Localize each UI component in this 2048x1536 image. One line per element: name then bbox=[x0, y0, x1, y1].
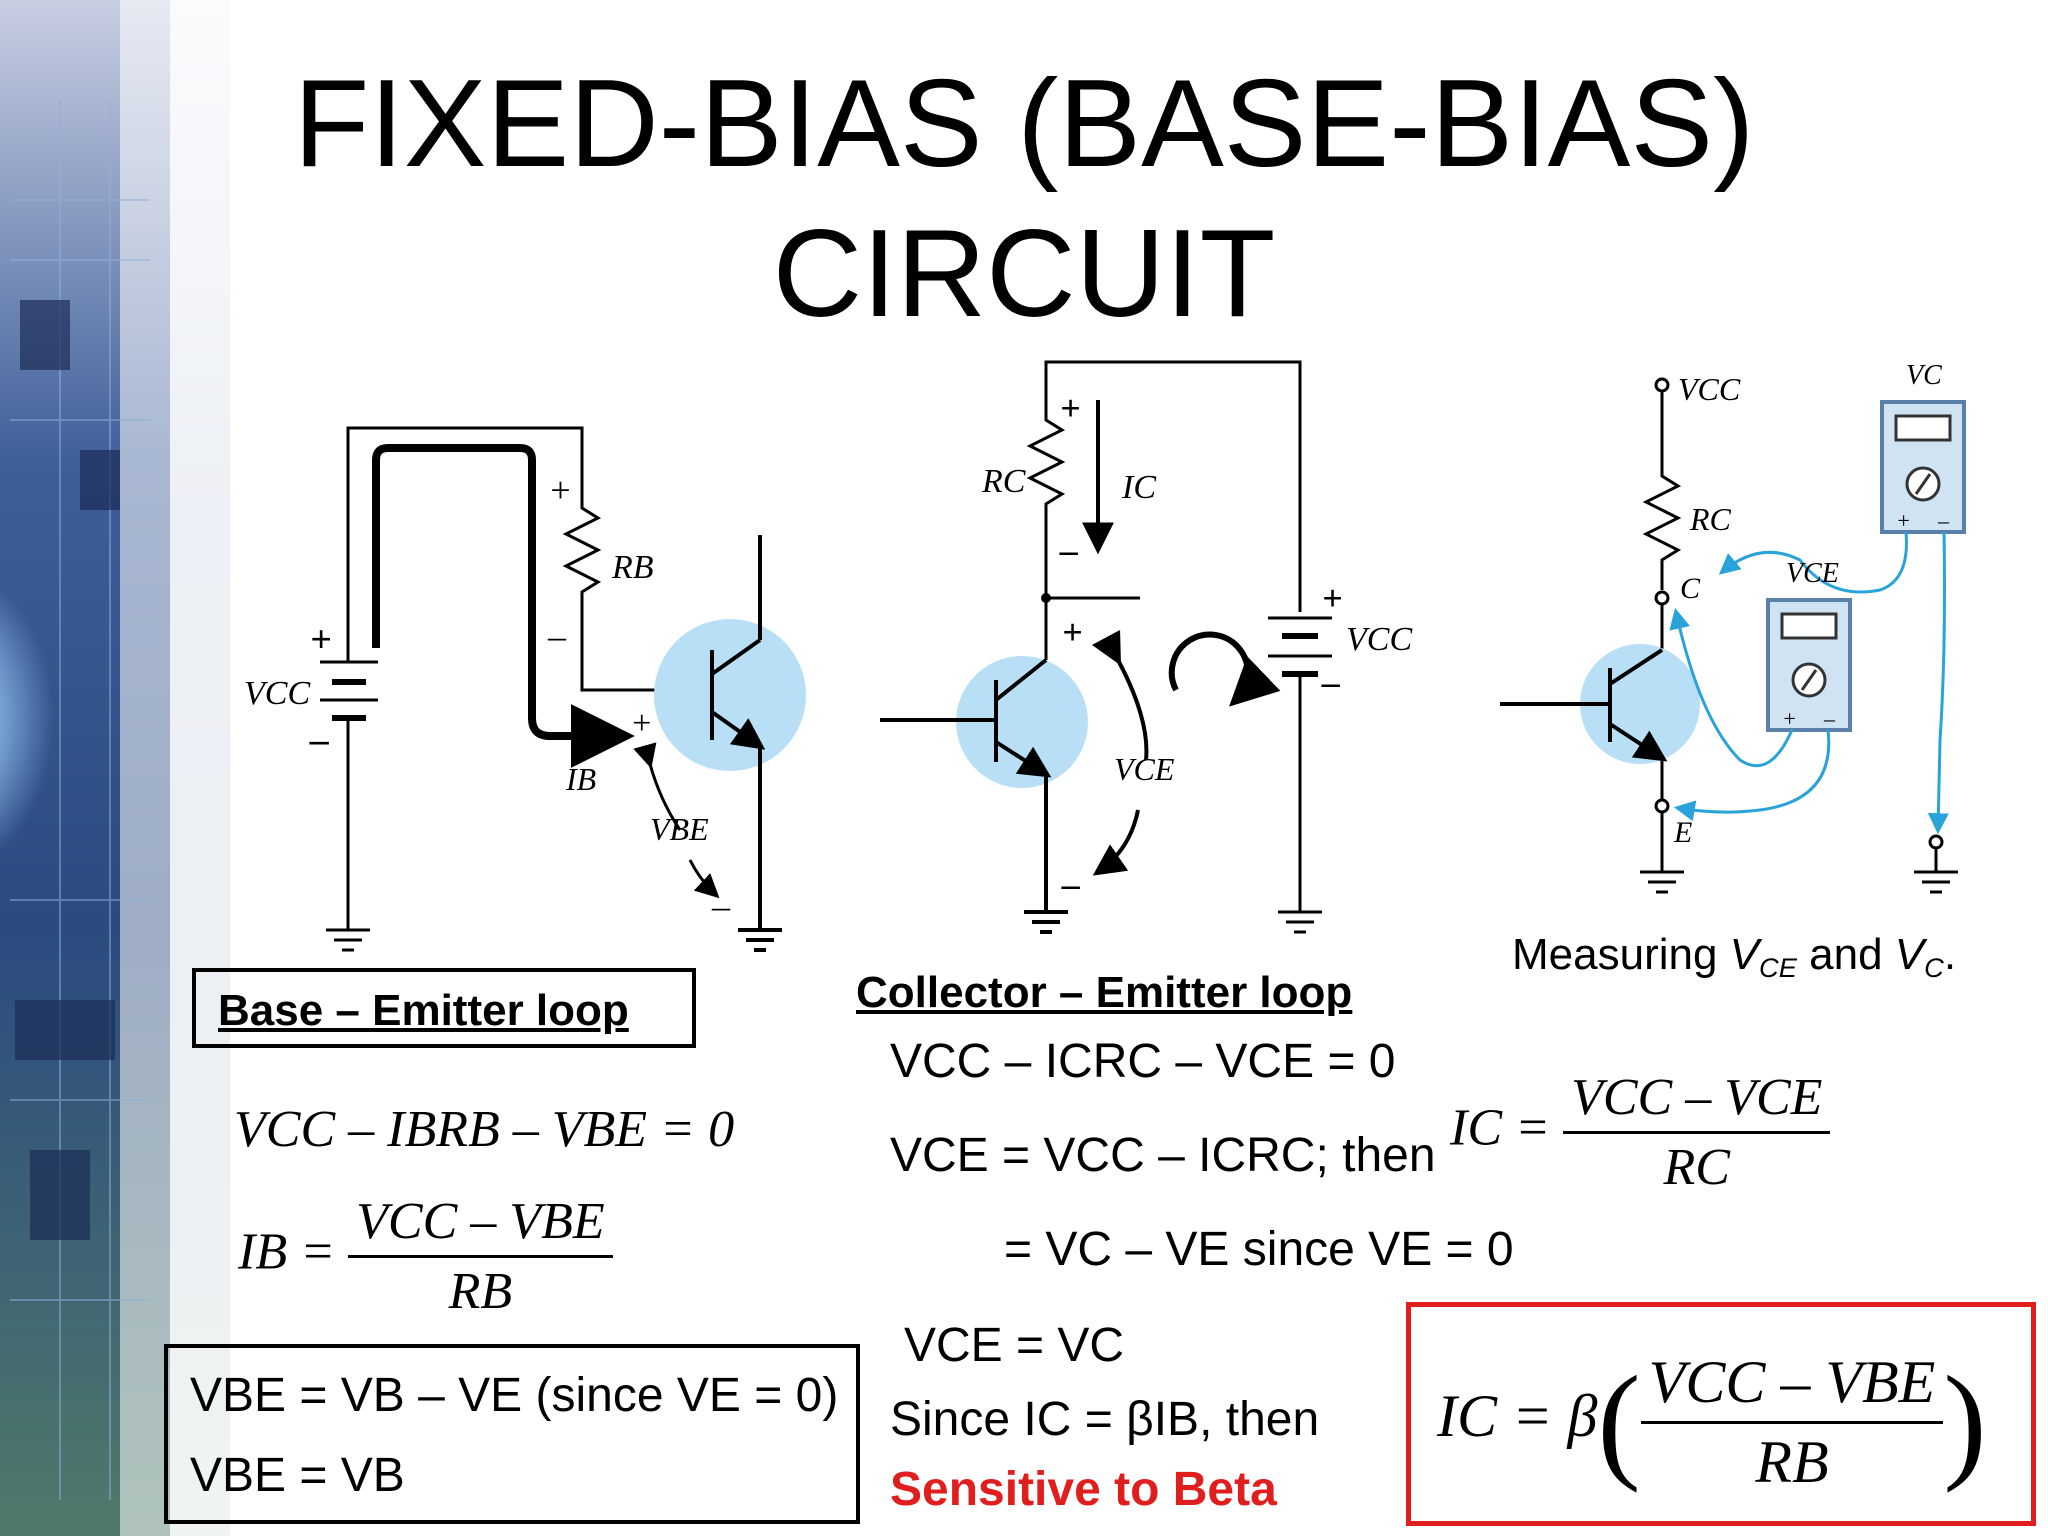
base-emitter-header: Base – Emitter loop bbox=[218, 986, 629, 1035]
plus-sign: + bbox=[1062, 612, 1083, 652]
minus-sign: – bbox=[711, 886, 731, 926]
vbe-line2: VBE = VB bbox=[190, 1449, 405, 1502]
minus-sign: – bbox=[309, 719, 329, 761]
rc-label-circuit2: RC bbox=[981, 463, 1026, 500]
vce-label-circuit2: VCE bbox=[1114, 751, 1175, 787]
plus-sign: + bbox=[548, 470, 572, 510]
ic-formula: IC = VCC – VCE RC bbox=[1450, 1068, 1831, 1197]
plus-sign: + bbox=[310, 619, 332, 661]
caption-text: C bbox=[1924, 952, 1944, 984]
right-paren: ) bbox=[1943, 1350, 1987, 1494]
final-ic-numerator: VCC – VBE bbox=[1640, 1348, 1944, 1424]
ic-denominator: RC bbox=[1663, 1139, 1730, 1196]
minus-sign: – bbox=[1061, 864, 1080, 904]
caption-text: CE bbox=[1759, 952, 1797, 984]
e-node-label: E bbox=[1673, 816, 1692, 849]
vbe-box: VBE = VB – VE (since VE = 0) VBE = VB bbox=[164, 1344, 860, 1524]
ib-label: IB bbox=[565, 761, 596, 797]
vce-equation: VCE = VCC – ICRC; then bbox=[890, 1129, 1436, 1182]
caption-text: V bbox=[1729, 930, 1760, 979]
vbe-label-circuit: VBE bbox=[650, 811, 709, 847]
base-loop-kvl-equation: VCC – IBRB – VBE = 0 bbox=[234, 1101, 735, 1158]
rc-label-circuit3: RC bbox=[1689, 501, 1732, 537]
base-emitter-header-box: Base – Emitter loop bbox=[192, 968, 696, 1048]
transistor2-highlight bbox=[956, 656, 1088, 788]
ic-fraction: VCC – VCE RC bbox=[1563, 1068, 1831, 1197]
ic-numerator: VCC – VCE bbox=[1563, 1068, 1831, 1134]
c-node-label: C bbox=[1680, 572, 1701, 605]
collector-loop-circuit bbox=[1026, 360, 1332, 934]
transistor1-highlight bbox=[654, 619, 806, 771]
page-title-line1: FIXED-BIAS (BASE-BIAS) bbox=[293, 55, 1755, 193]
ib-numerator: VCC – VBE bbox=[348, 1192, 613, 1258]
minus-sign: – bbox=[1937, 508, 1950, 533]
vc-meter-icon: + – bbox=[1880, 400, 1966, 534]
plus-sign: + bbox=[1782, 706, 1797, 731]
vce-meter-icon: + – bbox=[1766, 598, 1852, 732]
minus-sign: – bbox=[547, 616, 567, 656]
final-ic-denominator: RB bbox=[1755, 1428, 1829, 1495]
collector-node-dot bbox=[1041, 593, 1051, 603]
caption-text: and bbox=[1796, 930, 1895, 979]
plus-sign: + bbox=[1896, 508, 1911, 533]
plus-sign: + bbox=[1060, 388, 1081, 428]
ib-formula: IB = VCC – VBE RB bbox=[238, 1192, 613, 1321]
measuring-circuit bbox=[1640, 377, 1958, 894]
minus-sign: – bbox=[1321, 662, 1340, 702]
vbe-line1: VBE = VB – VE (since VE = 0) bbox=[190, 1369, 839, 1422]
vc-meter-label: VC bbox=[1906, 360, 1942, 391]
plus-sign: + bbox=[630, 705, 653, 742]
minus-sign: – bbox=[1059, 530, 1078, 570]
vce-equals-vc: VCE = VC bbox=[904, 1319, 1125, 1372]
probe-leads bbox=[1669, 531, 1949, 835]
vcc-label-1: VCC bbox=[244, 675, 310, 712]
plus-sign: + bbox=[1322, 578, 1343, 618]
collector-kvl-equation: VCC – ICRC – VCE = 0 bbox=[890, 1035, 1396, 1088]
minus-sign: – bbox=[1823, 706, 1836, 731]
final-ic-formula-box: IC = β( VCC – VBE RB ) bbox=[1406, 1302, 2036, 1526]
ib-denominator: RB bbox=[448, 1263, 513, 1320]
since-ic-beta-ib: Since IC = βIB, then bbox=[890, 1393, 1320, 1446]
ic-lhs: IC = bbox=[1450, 1099, 1551, 1157]
ib-fraction: VCC – VBE RB bbox=[348, 1192, 613, 1321]
sidebar-circuit-board-image bbox=[0, 0, 230, 1536]
vce-meter-label: VCE bbox=[1786, 558, 1839, 589]
vce-vc-ve-equation: = VC – VE since VE = 0 bbox=[1004, 1223, 1514, 1276]
final-ic-fraction: VCC – VBE RB bbox=[1640, 1348, 1944, 1497]
ic-label: IC bbox=[1121, 469, 1156, 506]
final-ic-formula: IC = β( VCC – VBE RB ) bbox=[1437, 1347, 1987, 1497]
vcc-label-2: VCC bbox=[1346, 621, 1412, 658]
caption-text: . bbox=[1943, 930, 1957, 979]
collector-emitter-header: Collector – Emitter loop bbox=[856, 968, 1353, 1017]
rb-label: RB bbox=[611, 549, 654, 586]
vcc-label-3: VCC bbox=[1678, 371, 1741, 407]
page-title-line2: CIRCUIT bbox=[772, 205, 1276, 343]
caption-text: Measuring bbox=[1512, 930, 1730, 979]
sensitive-to-beta-warning: Sensitive to Beta bbox=[890, 1463, 1277, 1516]
measuring-caption: Measuring VCE and VC. bbox=[1512, 930, 1957, 984]
final-ic-lhs: IC = β bbox=[1437, 1382, 1598, 1449]
caption-text: V bbox=[1894, 930, 1925, 979]
left-paren: ( bbox=[1597, 1350, 1641, 1494]
base-loop-circuit bbox=[320, 426, 712, 952]
ib-lhs: IB = bbox=[238, 1223, 336, 1281]
